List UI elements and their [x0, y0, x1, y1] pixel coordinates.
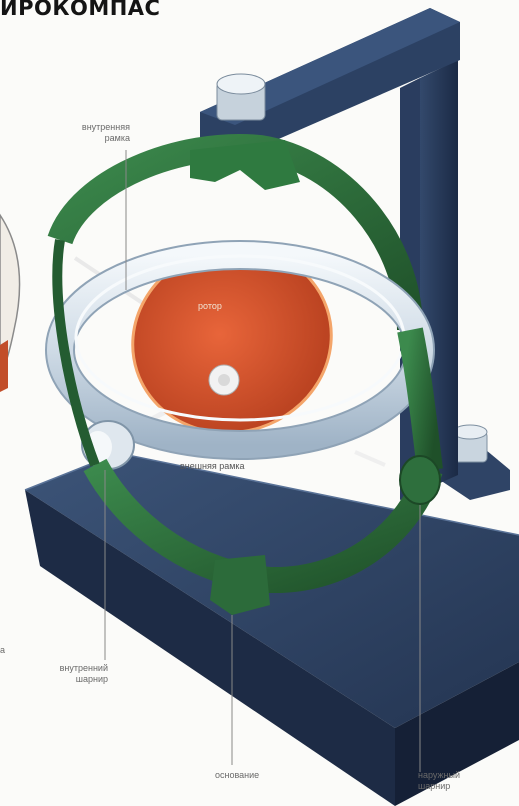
base-plate — [25, 453, 519, 806]
label-outer-frame: внешняя рамка — [180, 461, 245, 472]
label-outer-hinge: наружный шарнир — [418, 770, 460, 792]
label-inner-frame: внутренняя рамка — [46, 122, 130, 144]
cropped-neighbor-illustration — [0, 215, 20, 392]
label-rotor: ротор — [198, 301, 222, 312]
top-bolt — [217, 74, 265, 120]
label-inner-hinge: внутренний шарнир — [20, 663, 108, 685]
label-base: основание — [215, 770, 259, 781]
label-cropped-fragment: а — [0, 645, 5, 656]
page-title: ИРОКОМПАС — [0, 0, 160, 20]
